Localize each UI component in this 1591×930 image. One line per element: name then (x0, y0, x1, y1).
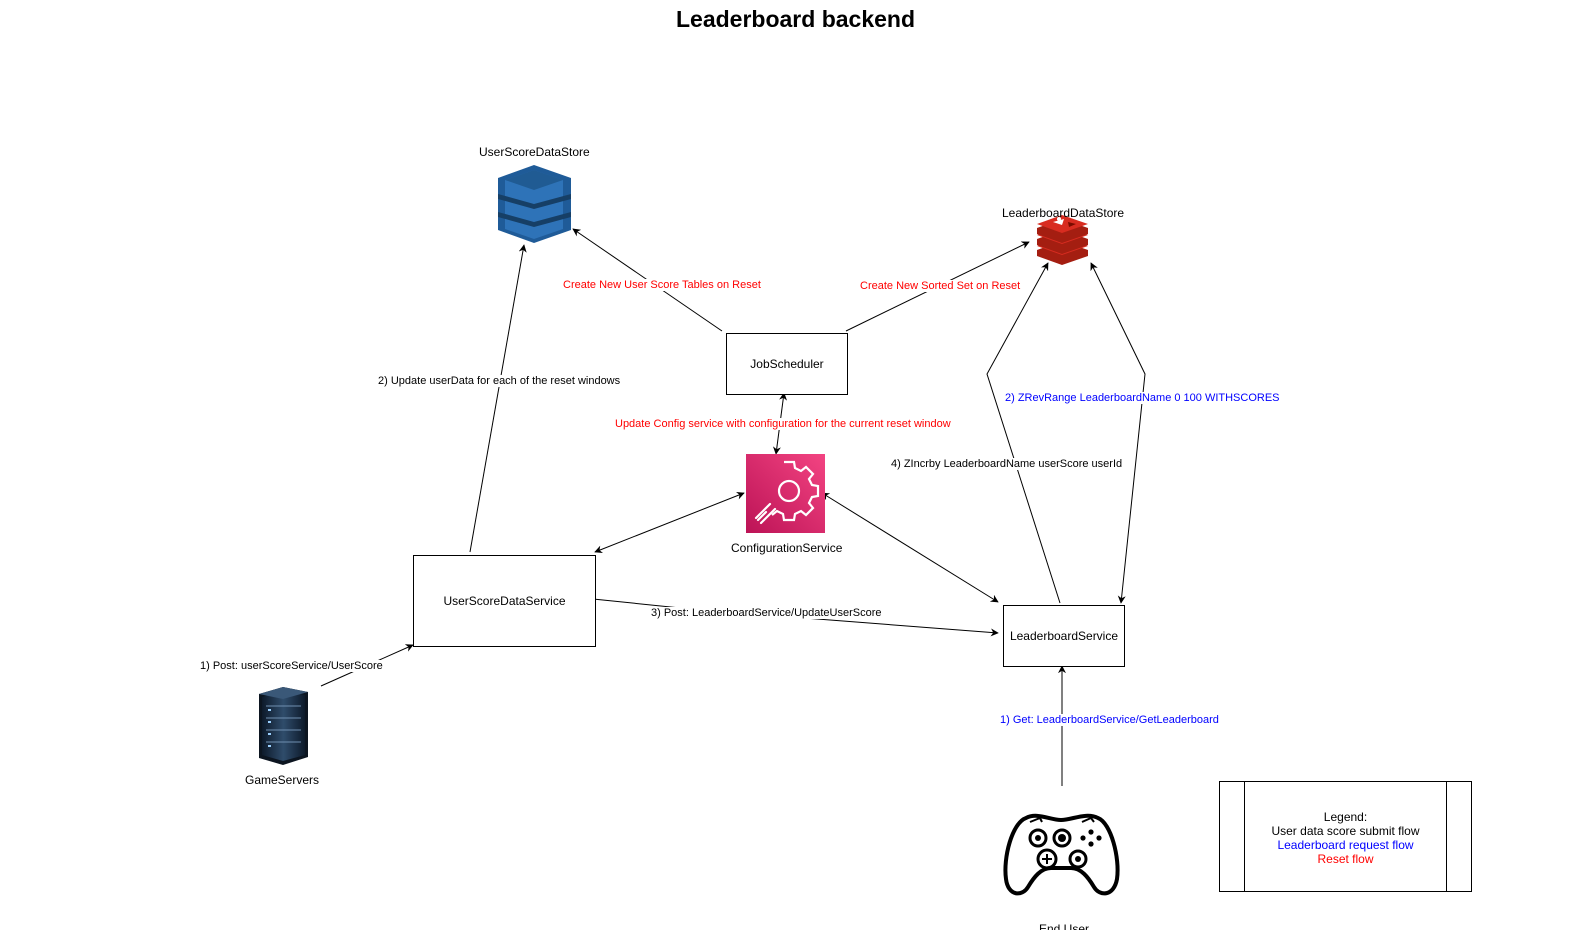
legend-reset-flow: Reset flow (1317, 852, 1374, 866)
job-scheduler-label: JobScheduler (750, 357, 824, 371)
edge-label-zincrby: 4) ZIncrby LeaderboardName userScore use… (891, 458, 1123, 470)
edge-label-get-leaderboard: 1) Get: LeaderboardService/GetLeaderboar… (1000, 714, 1219, 726)
edge-label-zrevrange: 2) ZRevRange LeaderboardName 0 100 WITHS… (1005, 392, 1280, 404)
edge-config-to-leaderboard-service (821, 492, 999, 603)
leaderboard-service-node[interactable]: LeaderboardService (1003, 605, 1125, 667)
edge-label-update-user-data: 2) Update userData for each of the reset… (378, 375, 621, 387)
user-score-data-store-label: UserScoreDataStore (479, 145, 590, 159)
legend-request-flow: Leaderboard request flow (1277, 838, 1414, 852)
gear-config-icon (746, 454, 825, 533)
redis-icon (1037, 215, 1088, 265)
diagram-title: Leaderboard backend (675, 6, 916, 32)
gamepad-icon (1003, 813, 1120, 896)
edge-label-post-user-score: 1) Post: userScoreService/UserScore (200, 660, 383, 672)
leaderboard-service-label: LeaderboardService (1009, 629, 1119, 643)
leaderboard-data-store-label: LeaderboardDataStore (1002, 206, 1125, 220)
edge-service-to-userscore-store (469, 244, 527, 553)
edge-label-create-sorted-set: Create New Sorted Set on Reset (860, 280, 1021, 292)
edge-zrevrange (1090, 262, 1146, 604)
edge-zincrby (986, 262, 1061, 604)
edge-label-create-user-score-tables: Create New User Score Tables on Reset (563, 279, 761, 291)
legend-box: Legend: User data score submit flow Lead… (1219, 781, 1472, 892)
job-scheduler-node[interactable]: JobScheduler (726, 333, 848, 395)
legend-divider-left (1244, 782, 1245, 891)
end-user-label: End User (1039, 922, 1090, 930)
edge-label-post-update-user-score: 3) Post: LeaderboardService/UpdateUserSc… (651, 607, 882, 619)
legend-divider-right (1446, 782, 1447, 891)
legend-heading: Legend: (1323, 810, 1368, 824)
dynamodb-icon (498, 165, 571, 243)
legend-submit-flow: User data score submit flow (1271, 824, 1420, 838)
game-servers-label: GameServers (245, 773, 320, 787)
edge-label-update-config: Update Config service with configuration… (615, 418, 951, 430)
user-score-data-service-node[interactable]: UserScoreDataService (413, 555, 596, 647)
configuration-service-label: ConfigurationService (731, 541, 843, 555)
server-rack-icon (259, 687, 308, 765)
user-score-data-service-label: UserScoreDataService (443, 594, 566, 608)
edge-config-to-userscore-service (594, 491, 745, 554)
